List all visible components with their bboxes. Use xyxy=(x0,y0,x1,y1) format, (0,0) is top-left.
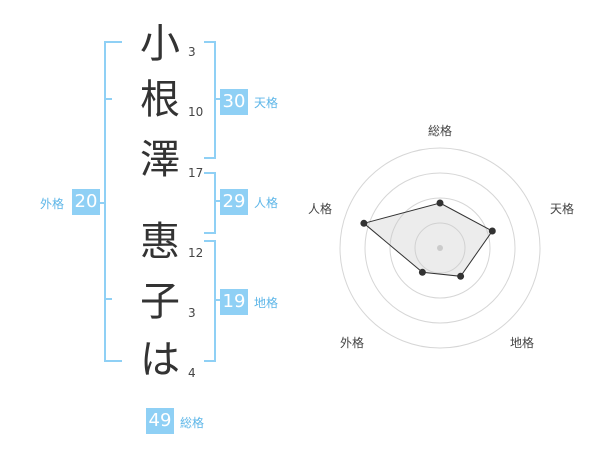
jinkaku-bracket xyxy=(204,172,216,234)
gaikaku-bracket-tick-2 xyxy=(104,298,112,300)
stroke-count-3: 17 xyxy=(188,166,204,180)
stroke-count-1: 3 xyxy=(188,45,196,59)
gaikaku-label: 外格 xyxy=(40,197,65,211)
soukaku-label: 総格 xyxy=(180,416,205,430)
gaikaku-badge: 20 xyxy=(72,189,100,215)
tenkaku-connector xyxy=(214,98,220,100)
radar-point-2 xyxy=(488,227,496,235)
radar-point-3 xyxy=(457,272,465,280)
radar-polygon xyxy=(362,202,494,277)
radar-axis-label-tenkaku: 天格 xyxy=(550,202,575,216)
tenkaku-badge: 30 xyxy=(220,89,248,115)
tenkaku-label: 天格 xyxy=(254,96,279,110)
jinkaku-connector xyxy=(214,200,220,202)
radar-center-dot xyxy=(437,245,443,251)
radar-point-5 xyxy=(360,219,368,227)
stroke-count-2: 10 xyxy=(188,105,204,119)
name-char-4: 惠 xyxy=(140,219,180,265)
tenkaku-bracket xyxy=(204,41,216,159)
gaikaku-connector xyxy=(100,202,104,204)
name-char-2: 根 xyxy=(140,77,180,123)
stroke-count-4: 12 xyxy=(188,246,204,260)
name-char-6: は xyxy=(140,337,180,383)
radar-axis-label-soukaku: 総格 xyxy=(428,124,453,138)
jinkaku-badge: 29 xyxy=(220,189,248,215)
chikaku-connector xyxy=(214,299,220,301)
radar-ring-1 xyxy=(414,222,466,274)
radar-axis-label-gaikaku: 外格 xyxy=(340,336,365,350)
chikaku-label: 地格 xyxy=(254,296,279,310)
radar-point-4 xyxy=(418,268,426,276)
gaikaku-bracket-tick-1 xyxy=(104,98,112,100)
jinkaku-label: 人格 xyxy=(254,196,279,210)
radar-axis-label-jinkaku: 人格 xyxy=(308,202,333,216)
stroke-count-6: 4 xyxy=(188,366,196,380)
radar-ring-4 xyxy=(339,147,541,349)
stroke-count-5: 3 xyxy=(188,306,196,320)
soukaku-badge: 49 xyxy=(146,408,174,434)
radar-ring-3 xyxy=(364,172,516,324)
gaikaku-bracket xyxy=(104,41,122,362)
radar-axis-label-chikaku: 地格 xyxy=(510,336,535,350)
chikaku-bracket xyxy=(204,240,216,362)
name-char-5: 子 xyxy=(140,279,180,325)
chikaku-badge: 19 xyxy=(220,289,248,315)
name-char-1: 小 xyxy=(140,21,180,67)
radar-point-1 xyxy=(436,199,444,207)
radar-ring-2 xyxy=(389,197,491,299)
name-char-3: 澤 xyxy=(140,137,180,183)
